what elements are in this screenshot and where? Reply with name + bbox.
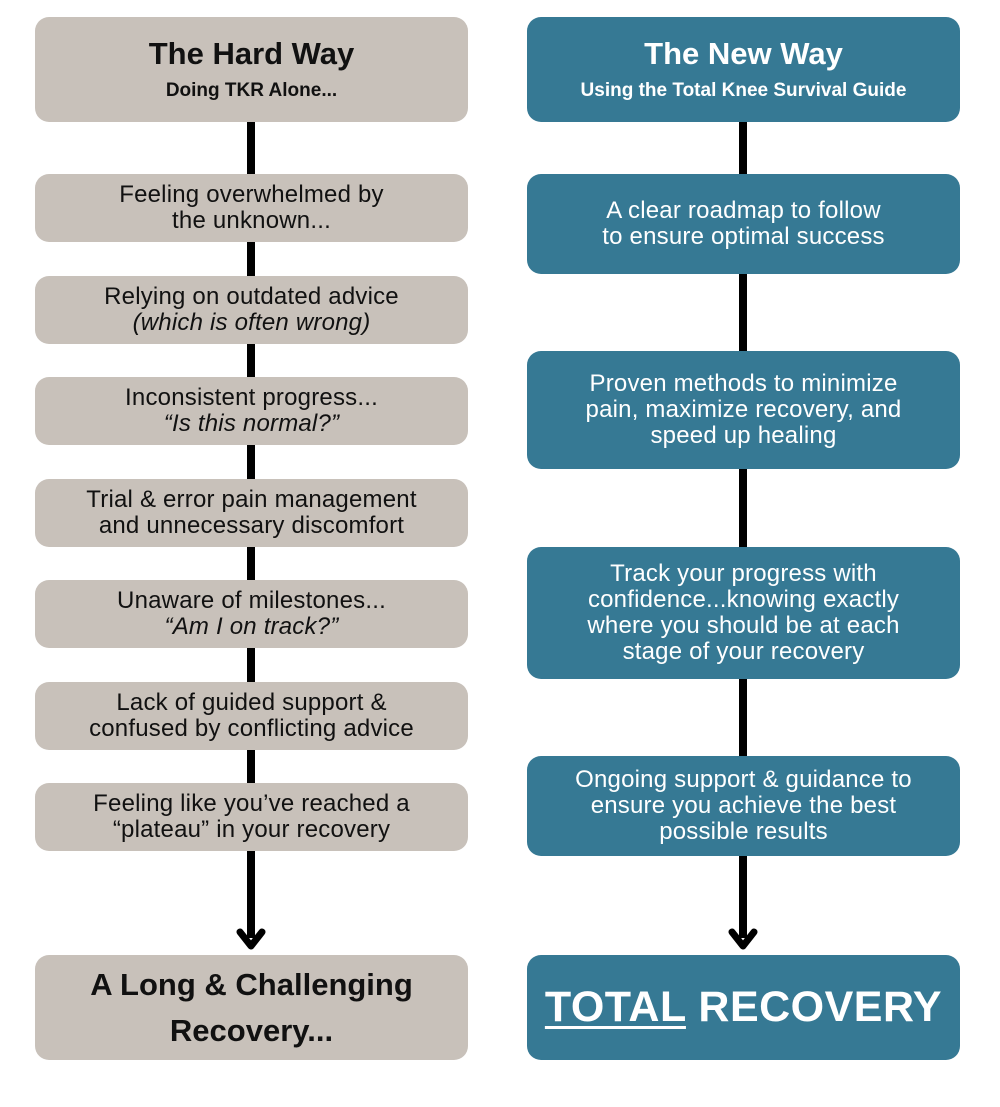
step-line: Track your progress with [610,560,877,587]
step-line-italic: (which is often wrong) [132,309,371,336]
new-way-arrow-down-icon [728,928,758,950]
hard-way-outcome: A Long & Challenging Recovery... [35,955,468,1060]
outcome-text: TOTAL RECOVERY [545,983,942,1032]
step-line: confidence...knowing exactly [587,586,900,613]
new-way-step: Proven methods to minimize pain, maximiz… [527,351,960,469]
step-line: Inconsistent progress... [125,384,378,411]
hard-way-step: Feeling overwhelmed by the unknown... [35,174,468,242]
step-line: stage of your recovery [622,638,865,665]
step-line: Relying on outdated advice [104,283,399,310]
step-line: A clear roadmap to follow [606,197,881,224]
step-line: to ensure optimal success [602,223,885,250]
new-way-step: A clear roadmap to follow to ensure opti… [527,174,960,274]
step-line: Unaware of milestones... [117,587,386,614]
new-way-step: Track your progress with confidence...kn… [527,547,960,679]
step-line: speed up healing [650,422,837,449]
outcome-rest: RECOVERY [685,983,943,1031]
new-way-connector-line [739,120,747,938]
step-line: ensure you achieve the best [590,792,897,819]
step-line: pain, maximize recovery, and [585,396,902,423]
step-line: Lack of guided support & [116,689,387,716]
outcome-line: Recovery... [169,1012,334,1048]
new-way-title: The New Way [644,35,843,71]
step-line: confused by conflicting advice [89,715,414,742]
hard-way-step: Inconsistent progress... “Is this normal… [35,377,468,445]
hard-way-step: Lack of guided support & confused by con… [35,682,468,750]
new-way-step: Ongoing support & guidance to ensure you… [527,756,960,856]
hard-way-arrow-down-icon [236,928,266,950]
hard-way-header: The Hard Way Doing TKR Alone... [35,17,468,122]
outcome-line: A Long & Challenging [90,966,413,1002]
hard-way-step: Unaware of milestones... “Am I on track?… [35,580,468,648]
step-line: Proven methods to minimize [589,370,898,397]
hard-way-step: Relying on outdated advice (which is oft… [35,276,468,344]
step-line: Feeling overwhelmed by [119,181,384,208]
step-line: Ongoing support & guidance to [575,766,912,793]
step-line-italic: “Am I on track?” [164,613,339,640]
hard-way-subtitle: Doing TKR Alone... [165,79,338,101]
new-way-subtitle: Using the Total Knee Survival Guide [580,79,907,101]
new-way-outcome: TOTAL RECOVERY [527,955,960,1060]
outcome-emphasis: TOTAL [544,983,686,1031]
step-line: possible results [659,818,828,845]
step-line-italic: “Is this normal?” [163,410,340,437]
step-line: “plateau” in your recovery [112,816,391,843]
step-line: Trial & error pain management [86,486,417,513]
new-way-header: The New Way Using the Total Knee Surviva… [527,17,960,122]
step-line: Feeling like you’ve reached a [93,790,410,817]
hard-way-title: The Hard Way [148,35,355,71]
hard-way-step: Feeling like you’ve reached a “plateau” … [35,783,468,851]
step-line: the unknown... [172,207,331,234]
hard-way-step: Trial & error pain management and unnece… [35,479,468,547]
step-line: where you should be at each [587,612,900,639]
step-line: and unnecessary discomfort [98,512,405,539]
